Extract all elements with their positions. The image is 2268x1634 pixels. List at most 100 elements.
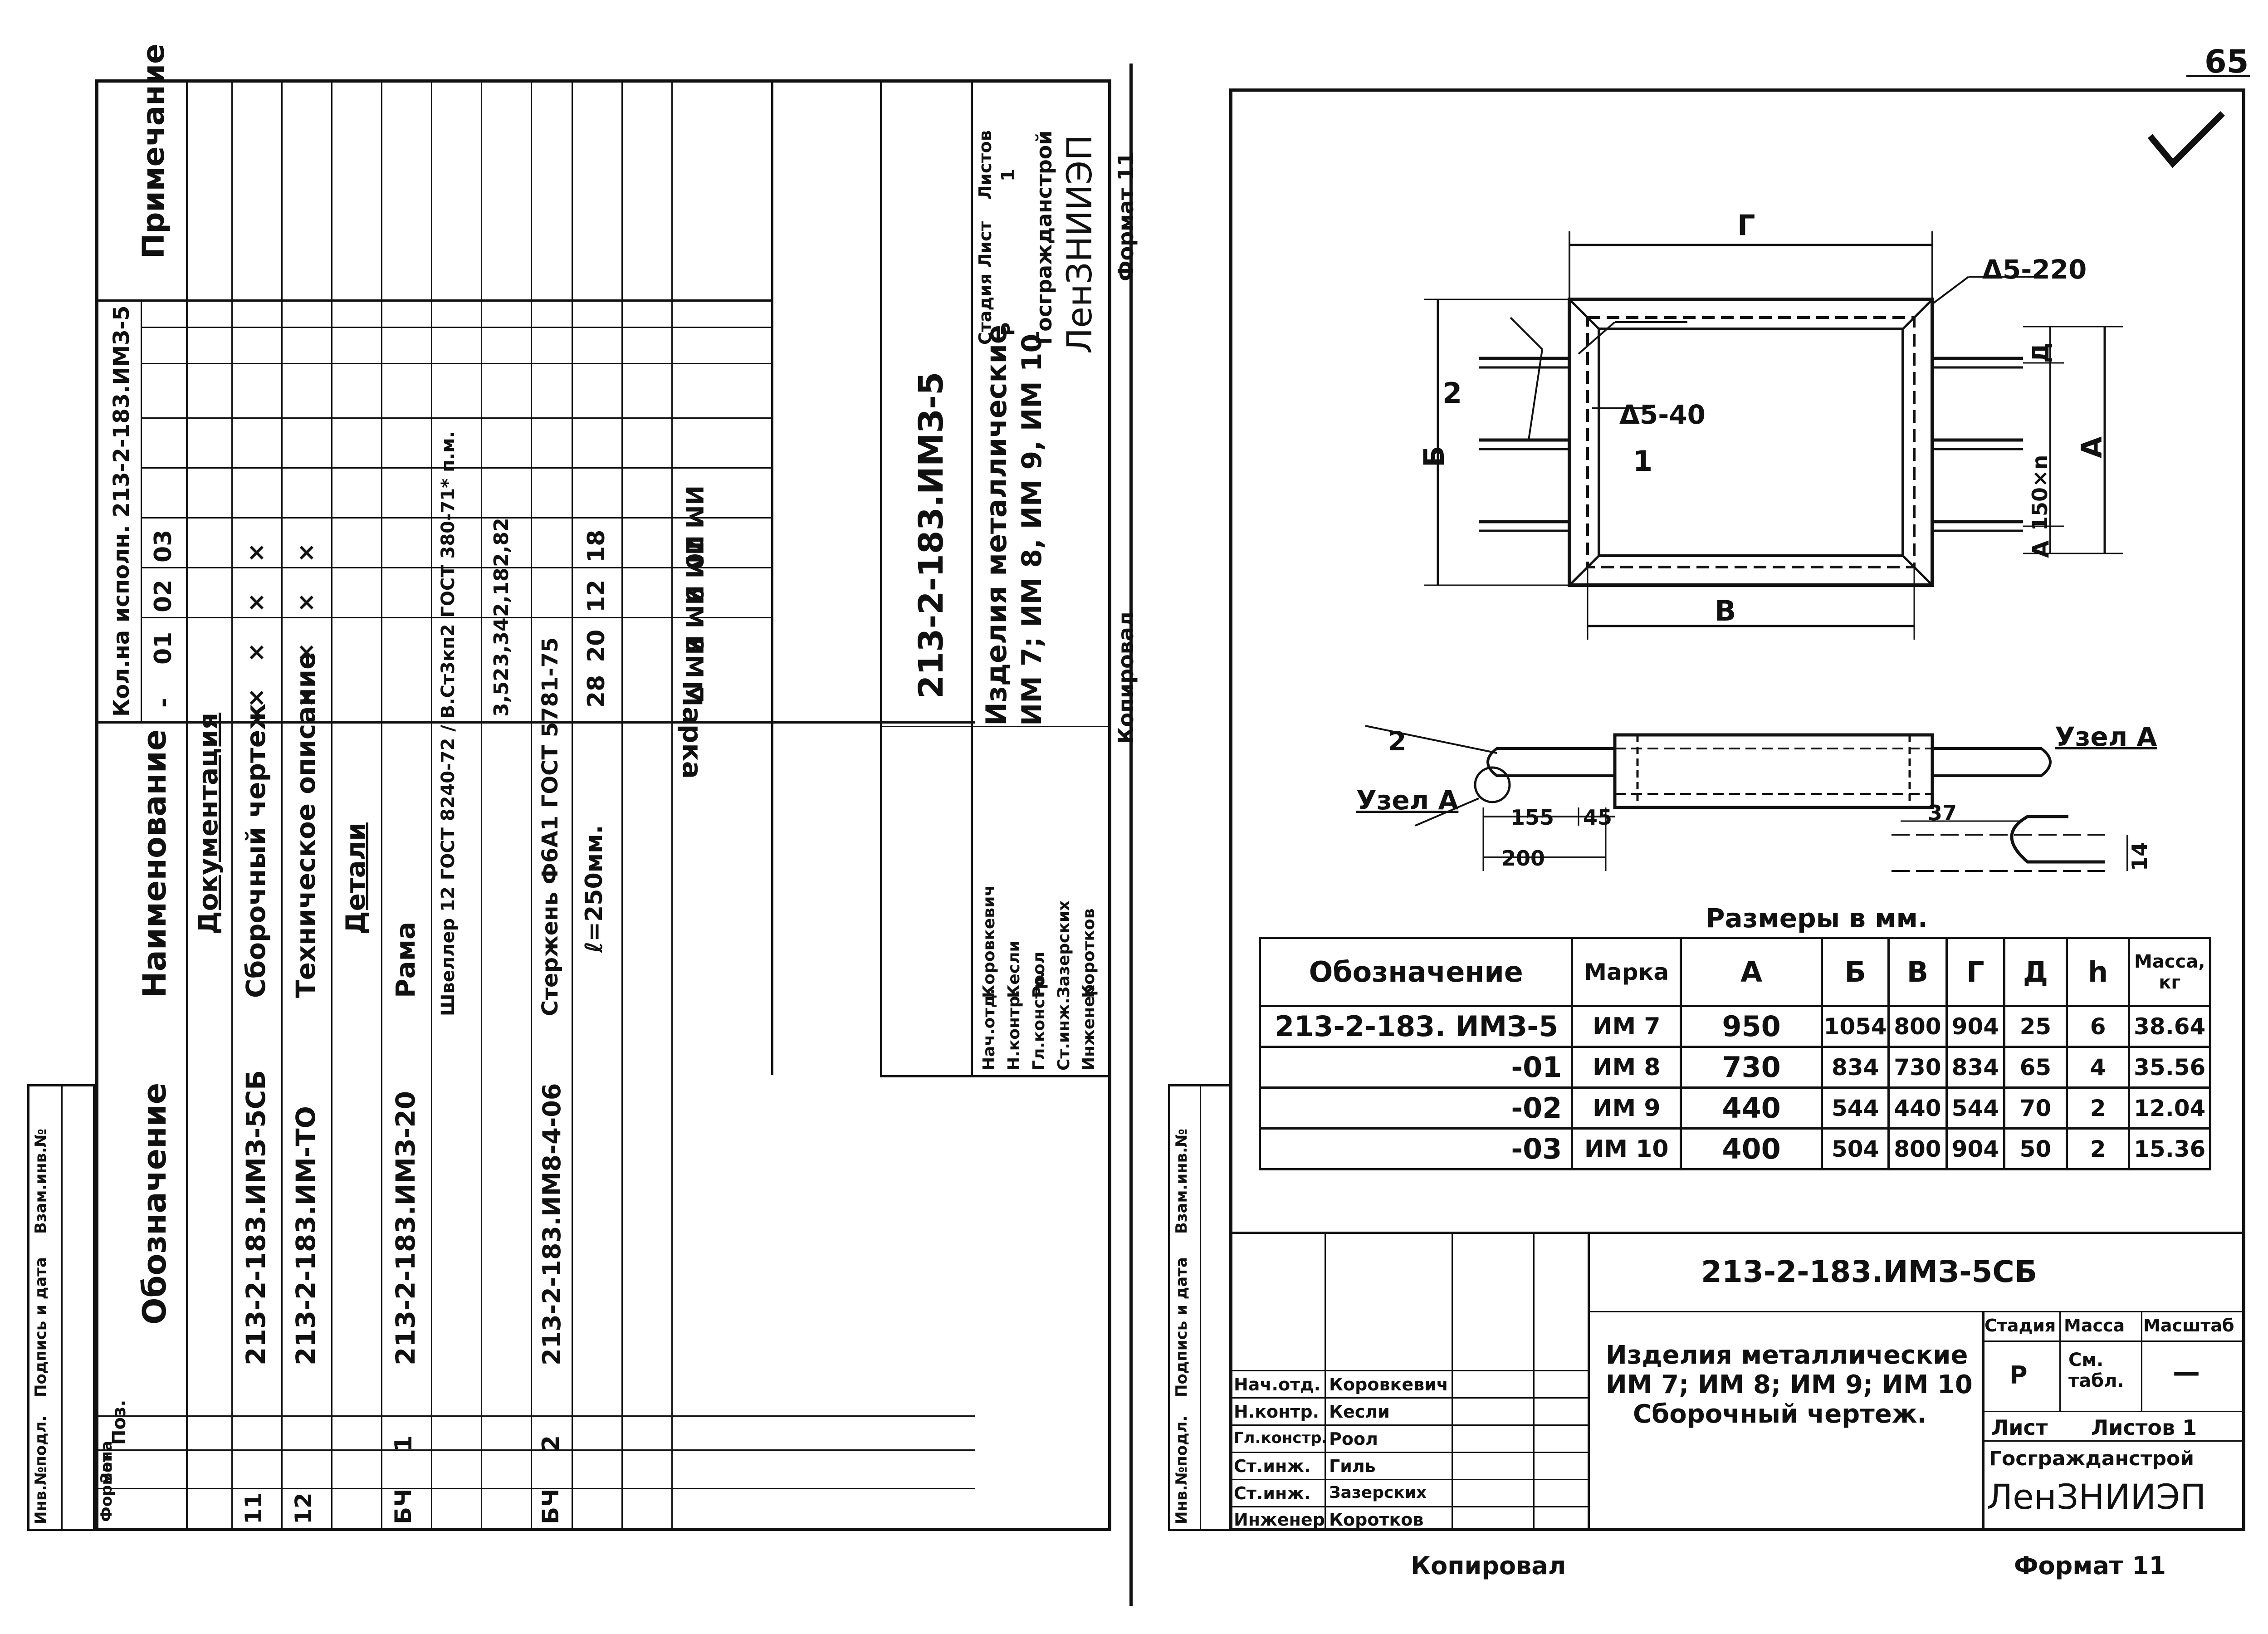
left-format: Формат 11 (1114, 152, 1138, 281)
dim-155: 155 (1510, 805, 1554, 830)
col-header: В (1887, 937, 1948, 1007)
spec-row-q: 28 (583, 675, 610, 708)
right-org-1: Госгражданстрой (1989, 1447, 2195, 1470)
left-stamp-sign: Подпись и дата (32, 1257, 50, 1397)
left-signer-name: Коровкевич (980, 885, 998, 998)
spec-row-q: 12 (583, 579, 610, 612)
spec-header-name: Наименование (136, 729, 173, 998)
signer-role: Нач.отд. (1234, 1375, 1321, 1394)
signer-name: Коровкевич (1329, 1375, 1448, 1394)
title-block-line (1325, 1232, 1326, 1531)
table-cell: 15.36 (2128, 1127, 2211, 1170)
spec-row-line (671, 79, 673, 1531)
table-cell: 213-2-183. ИМЗ-5 (1258, 1005, 1574, 1048)
variant-col-0: - (150, 698, 177, 708)
title-block-line (1229, 1370, 1588, 1371)
stage-value: См. табл. (2068, 1350, 2124, 1391)
table-cell: 38.64 (2128, 1005, 2211, 1048)
title-block-line (880, 726, 1111, 727)
spec-row-name: ℓ=250мм. (581, 825, 608, 953)
spec-row-line (481, 79, 482, 1531)
col-header: Масса, кг (2128, 937, 2211, 1007)
spec-row-line (381, 79, 382, 1531)
right-title-name-2: ИМ 7; ИМ 8; ИМ 9; ИМ 10 (1606, 1370, 1973, 1399)
table-cell: 50 (2003, 1127, 2068, 1170)
spec-line (95, 721, 975, 724)
table-cell: 440 (1887, 1086, 1948, 1130)
spec-row-name: Сборочный чертеж (240, 704, 271, 998)
spec-line (95, 299, 771, 302)
spec-row-q: × (243, 642, 270, 662)
sheet-label: Лист (1991, 1415, 2048, 1440)
left-title-code: 213-2-183.ИМЗ-5 (912, 372, 951, 699)
spec-line (141, 617, 771, 618)
spec-line (141, 467, 771, 469)
table-cell: -02 (1258, 1086, 1574, 1130)
page-number-underline (2186, 75, 2250, 77)
col-header: Марка (1571, 937, 1682, 1007)
spec-row-pos: 2 (538, 1435, 565, 1452)
section-view-drawing (1365, 725, 2128, 872)
stage-header: Масштаб (2143, 1316, 2234, 1336)
stage-header: Масса (2064, 1316, 2125, 1336)
node-a-label: Узел А (2055, 721, 2157, 752)
right-stamp-sign: Подпись и дата (1173, 1257, 1191, 1397)
table-cell: 904 (1945, 1127, 2006, 1170)
spec-header-zone: Зона (98, 1441, 116, 1483)
spec-row-q: 3,34 (490, 617, 513, 667)
table-cell: 35.56 (2128, 1046, 2211, 1089)
table-cell: 904 (1945, 1005, 2006, 1048)
title-block-line (1982, 1311, 1984, 1531)
right-stamp-inv: Инв.№подл. (1173, 1415, 1191, 1524)
table-cell: ИМ 7 (1571, 1005, 1682, 1048)
spec-row-pos: 1 (390, 1435, 417, 1452)
title-block-line (1229, 1506, 1588, 1507)
table-cell: 544 (1821, 1086, 1890, 1130)
dim-pitch: 150×n (2028, 455, 2052, 531)
table-cell: 730 (1887, 1046, 1948, 1089)
spec-line (141, 567, 771, 568)
spec-row-q: × (293, 543, 320, 563)
spec-row-q: × (243, 688, 270, 708)
table-cell: 1054 (1821, 1005, 1890, 1048)
signer-name: Роол (1329, 1429, 1378, 1449)
marka-3: ИМ 10 (680, 485, 708, 570)
spec-row-q: × (293, 688, 320, 708)
spec-header-designation: Обозначение (136, 1082, 173, 1325)
spec-row-designation: 213-2-183.ИМЗ-5СБ (240, 1070, 271, 1365)
left-signer-role: Ст.инж. (1055, 998, 1073, 1071)
variant-col-2: 02 (150, 579, 177, 612)
spec-row-q: 2,18 (490, 567, 513, 617)
spec-row-line (531, 79, 532, 1531)
spec-row-q: 2,82 (490, 518, 513, 567)
left-title-name-1: Изделия металлические (980, 325, 1013, 726)
spec-row-q: × (293, 642, 320, 662)
table-header-row: Обозначение Марка А Б В Г Д h Масса, кг (1258, 937, 2211, 1007)
spec-row-line (621, 79, 623, 1531)
table-cell: 440 (1680, 1086, 1823, 1130)
left-stage-header: Лист (975, 221, 995, 268)
col-header: Д (2003, 937, 2068, 1007)
spec-row-line (231, 79, 233, 1531)
spec-header-qty: Кол.на исполн. 213-2-183.ИМЗ-5 (109, 305, 134, 717)
spec-row-name: Рама (390, 921, 421, 998)
table-cell: 12.04 (2128, 1086, 2211, 1130)
left-signer-role: Нач.отд. (980, 988, 998, 1071)
spec-row-designation: 213-2-183.ИМ8-4-06 (538, 1083, 566, 1365)
left-stamp-repl: Взам.инв.№ (32, 1129, 50, 1234)
variant-col-1: 01 (150, 631, 177, 665)
spec-row-line (880, 79, 882, 1075)
col-header: Обозначение (1258, 937, 1574, 1007)
left-signer-role: Н.контр. (1005, 989, 1023, 1071)
page-number: 65 (2204, 43, 2249, 80)
table-cell: 730 (1680, 1046, 1823, 1089)
dim-v: В (1715, 594, 1736, 627)
spec-line (95, 1488, 975, 1489)
spec-row-line (572, 79, 573, 1531)
table-cell: ИМ 9 (1571, 1086, 1682, 1130)
title-block-line (880, 1075, 1111, 1077)
spec-row-q: 3,52 (490, 667, 513, 717)
spec-line (141, 417, 771, 419)
left-stage-value: Р (998, 322, 1019, 336)
table-cell: 4 (2065, 1046, 2131, 1089)
